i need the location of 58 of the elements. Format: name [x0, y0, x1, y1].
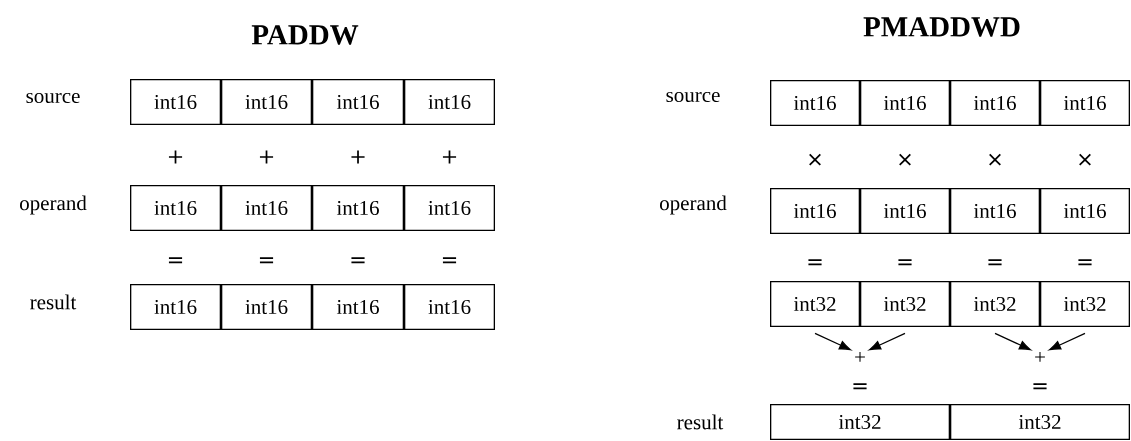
- operator-sign: +: [259, 150, 274, 164]
- operator-sign: =: [853, 383, 867, 390]
- operator-sign: ×: [1079, 153, 1091, 166]
- register-cell: int32: [860, 281, 950, 327]
- register-cell: int16: [950, 80, 1040, 126]
- operator-sign: =: [442, 257, 457, 264]
- operator-sign: =: [898, 259, 912, 266]
- register-cell: int16: [312, 79, 404, 125]
- operator-sign: =: [1033, 383, 1047, 390]
- register-cell: int16: [312, 284, 404, 330]
- register-cell: int32: [770, 404, 950, 440]
- register-cell: int16: [221, 79, 312, 125]
- register-cell: int16: [1040, 188, 1130, 234]
- register-cell: int16: [770, 80, 860, 126]
- register-cell: int32: [770, 281, 860, 327]
- operator-sign: =: [808, 259, 822, 266]
- register-cell: int16: [950, 188, 1040, 234]
- plus-sign: +: [855, 352, 865, 362]
- operator-sign: +: [351, 150, 365, 164]
- row-label: operand: [20, 195, 87, 215]
- operator-sign: =: [988, 259, 1002, 266]
- register-cell: int16: [404, 185, 495, 231]
- register-cell: int32: [1040, 281, 1130, 327]
- register-cell: int16: [130, 79, 221, 125]
- register-cell: int16: [404, 284, 495, 330]
- heading: PADDW: [251, 25, 359, 45]
- row-label: source: [26, 92, 80, 104]
- plus-sign: +: [1035, 352, 1045, 362]
- register-cell: int16: [1040, 80, 1130, 126]
- register-cell: int16: [312, 185, 404, 231]
- arrow: [994, 332, 1031, 351]
- register-cell: int16: [860, 80, 950, 126]
- register-cell: int16: [221, 284, 312, 330]
- arrow: [1049, 332, 1086, 351]
- operator-sign: ×: [989, 153, 1001, 166]
- operator-sign: =: [351, 257, 365, 264]
- register-cell: int16: [130, 284, 221, 330]
- operator-sign: =: [1078, 259, 1092, 266]
- heading: PMADDWD: [863, 17, 1020, 37]
- row-label: source: [666, 91, 720, 103]
- register-cell: int32: [950, 404, 1130, 440]
- register-cell: int16: [770, 188, 860, 234]
- arrow: [814, 332, 851, 351]
- operator-sign: =: [259, 257, 274, 264]
- operator-sign: +: [168, 150, 183, 164]
- register-cell: int16: [221, 185, 312, 231]
- row-label: result: [30, 294, 77, 310]
- register-cell: int16: [860, 188, 950, 234]
- register-cell: int16: [130, 185, 221, 231]
- register-cell: int16: [404, 79, 495, 125]
- arrow: [869, 332, 906, 351]
- register-cell: int32: [950, 281, 1040, 327]
- operator-sign: +: [442, 150, 457, 164]
- operator-sign: =: [168, 257, 183, 264]
- row-label: result: [677, 414, 724, 430]
- row-label: operand: [660, 195, 727, 215]
- operator-sign: ×: [809, 153, 821, 166]
- operator-sign: ×: [899, 153, 911, 166]
